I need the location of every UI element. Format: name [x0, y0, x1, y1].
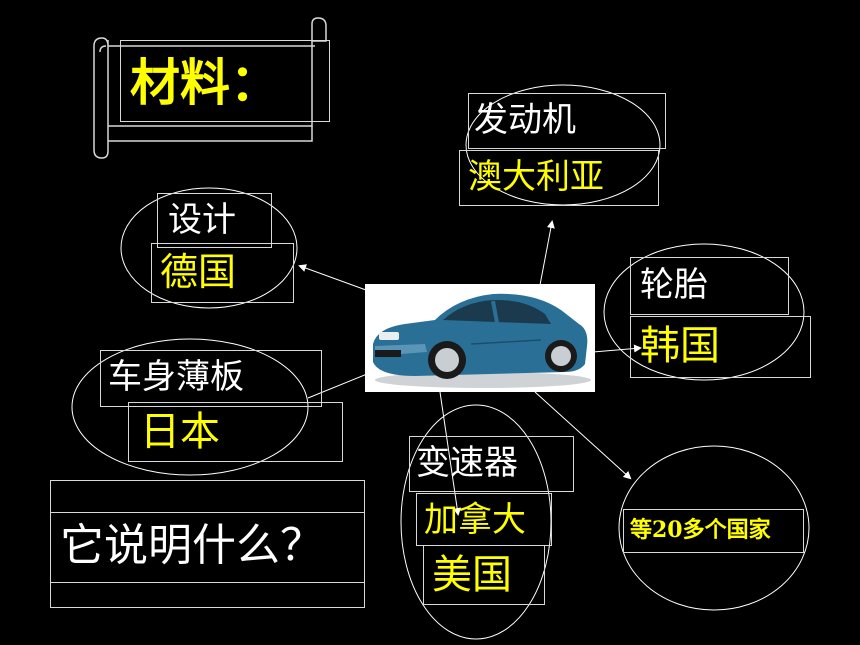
engine-country-label: 澳大利亚	[468, 157, 604, 197]
car-icon	[373, 293, 591, 388]
question-box	[50, 480, 365, 608]
design-part-label: 设计	[168, 200, 236, 240]
question-divider-top	[50, 512, 365, 513]
ellipse-others	[618, 445, 810, 611]
engine-part-box	[468, 93, 666, 149]
others-label: 等20多个国家	[630, 517, 771, 543]
tires-part-box	[630, 257, 789, 315]
arrow-to-design	[298, 264, 367, 291]
arrow-to-others	[534, 391, 632, 480]
body-part-label: 车身薄板	[108, 357, 244, 397]
tires-country-box	[630, 316, 811, 378]
design-country-label: 德国	[160, 250, 237, 294]
ellipse-tires	[603, 243, 805, 381]
gearbox-country-box-2	[423, 545, 545, 605]
arrow-to-tires	[592, 344, 642, 353]
body-country-box	[128, 402, 343, 462]
engine-part-label: 发动机	[474, 100, 576, 140]
title-box	[120, 40, 330, 122]
ellipse-body	[71, 338, 309, 476]
question-divider-bottom	[50, 582, 365, 583]
tires-part-label: 轮胎	[640, 265, 708, 305]
design-country-box	[151, 243, 294, 303]
gearbox-part-box	[409, 436, 574, 492]
tires-country-label: 韩国	[640, 323, 720, 369]
car-image	[365, 284, 595, 392]
arrow-to-engine	[539, 220, 555, 286]
scroll-banner-icon	[93, 17, 327, 159]
others-box	[623, 509, 804, 553]
gearbox-part-label: 变速器	[416, 443, 518, 483]
engine-country-box	[459, 150, 659, 206]
body-country-label: 日本	[140, 409, 220, 455]
design-part-box	[157, 193, 272, 248]
body-part-box	[100, 350, 322, 407]
ellipse-design	[120, 187, 298, 309]
page-title: 材料：	[130, 54, 280, 112]
question-text: 它说明什么？	[60, 520, 324, 571]
gearbox-country-label-2: 美国	[432, 552, 512, 598]
gearbox-country-label-1: 加拿大	[424, 500, 526, 540]
